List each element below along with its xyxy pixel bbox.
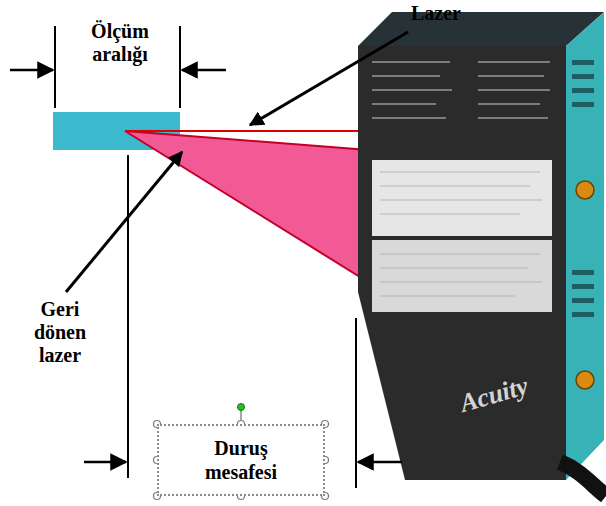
returned-laser-cone [125, 131, 368, 282]
extension-line [54, 26, 56, 108]
callout-label: Lazer [388, 2, 484, 25]
sensor-cable [560, 462, 606, 496]
rotate-handle [238, 404, 245, 411]
text-frame: Duruş mesafesi [157, 424, 325, 496]
leader-arrow [66, 152, 182, 292]
sensor-label-panel [372, 160, 552, 236]
dimension-arrow [84, 461, 126, 464]
brand-logo: Acuity [434, 365, 554, 426]
sensor-front-face [358, 46, 566, 480]
dimension-arrow [358, 461, 402, 464]
sensor-side-face [566, 12, 604, 480]
laser-beam [125, 130, 368, 132]
selection-handles [154, 404, 329, 500]
extension-line [179, 26, 181, 108]
callout-label: Ölçüm aralığı [64, 20, 176, 66]
extension-line [355, 318, 357, 488]
sensor-indicators [572, 60, 594, 389]
leader-arrow [250, 32, 408, 125]
sensor-fine-print [372, 62, 550, 118]
dimension-arrow [10, 69, 53, 72]
extension-line [127, 155, 129, 478]
dimension-arrow [182, 69, 226, 72]
callout-label: Geri dönen lazer [14, 298, 106, 367]
panel-fine-print [380, 172, 542, 296]
sensor-label-panel [372, 240, 552, 312]
dimension-label: Duruş mesafesi [180, 436, 302, 484]
